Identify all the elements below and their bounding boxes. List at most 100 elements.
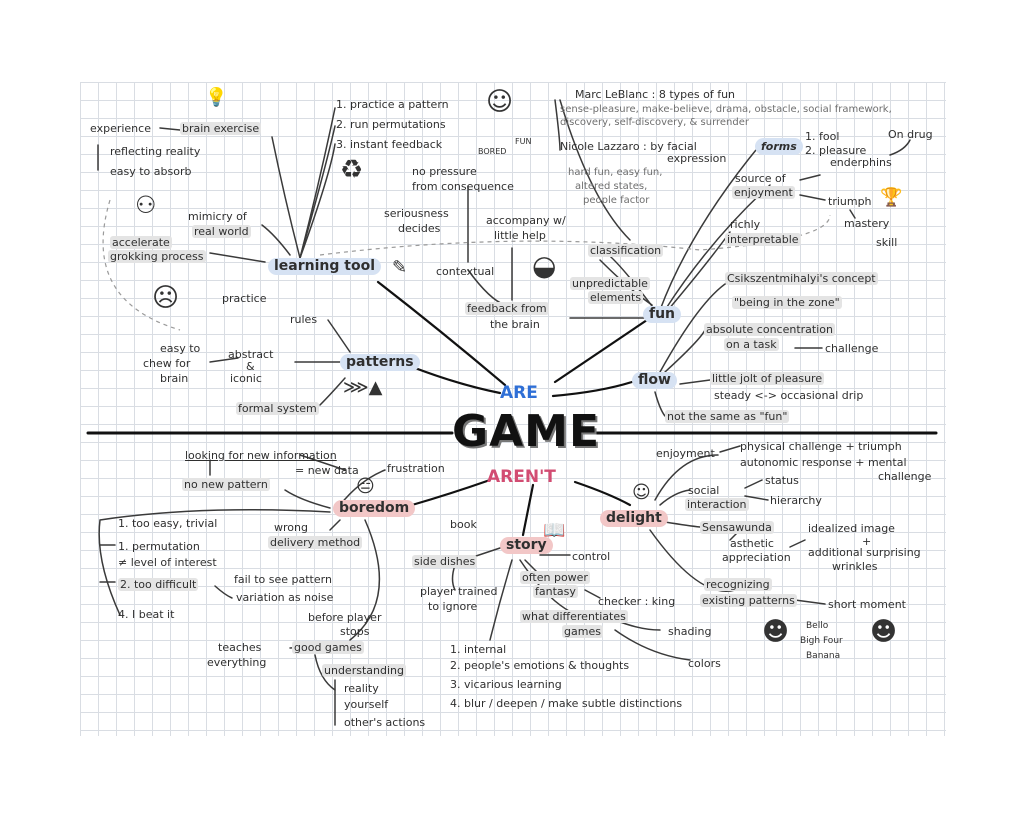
leblanc-list-2: discovery, self-discovery, & surrender [560,117,749,128]
absolute-concentration-label-1: absolute concentration [704,323,835,336]
what-differentiates-label-1: what differentiates [520,610,628,623]
seriousness-label-1: seriousness [384,207,449,220]
are-label: ARE [500,383,538,403]
side-dishes-label: side dishes [412,555,478,568]
plus-label: + [862,535,872,548]
aesthetic-label-2: appreciation [722,551,791,564]
lazzaro-list-2: altered states, [575,181,648,192]
flow-hub: flow [632,372,677,389]
colors-label: colors [688,657,721,670]
fun-hub: fun [643,306,682,323]
lazzaro-list-3: people factor [583,195,650,206]
run-permutations-label: 2. run permutations [336,118,446,131]
minion-bighfour-label: Bigh Four [800,636,843,646]
person-arrows-icon: ☺ [486,87,514,117]
people-icon: ⚇ [135,191,157,219]
no-new-pattern-label: no new pattern [182,478,270,491]
emotions-thoughts-label: 2. people's emotions & thoughts [450,659,630,672]
what-differentiates-label-2: games [562,625,603,638]
social-label-2: interaction [685,498,749,511]
others-actions-label: other's actions [344,716,426,729]
fun-icon-label: FUN [515,137,532,146]
internal-label: 1. internal [450,643,507,656]
good-games-label: good games [292,641,364,654]
unpredictable-label-2: elements [588,291,644,304]
accompany-label-1: accompany w/ [486,214,566,227]
bored-icon-label: BORED [478,147,507,156]
status-label: status [765,474,799,487]
teaches-label-1: teaches [218,641,262,654]
sensawunda-label: Sensawunda [700,521,774,534]
mimicry-label-1: mimicry of [188,210,247,223]
idealized-image-label: idealized image [808,522,895,535]
power-fantasy-label-2: fantasy [533,585,578,598]
lazzaro-label-2: expression [667,152,727,165]
no-pressure-label-2: from consequence [412,180,514,193]
blur-deepen-label: 4. blur / deepen / make subtle distincti… [450,697,683,710]
before-player-label-1: before player [308,611,382,624]
patterns-hub: patterns [340,354,420,371]
trophy-icon: 🏆 [880,187,903,208]
story-hub: story [500,537,553,554]
recognizing-label-2: existing patterns [700,594,797,607]
physical-challenge-label: physical challenge + triumph [740,440,902,453]
brain-exercise-label: brain exercise [180,122,262,135]
endorphins-label: enderphins [830,156,892,169]
hierarchy-label: hierarchy [770,494,822,507]
short-moment-label: short moment [828,598,906,611]
instant-feedback-label: 3. instant feedback [336,138,443,151]
contextual-label: contextual [436,265,495,278]
absolute-concentration-label-2: on a task [724,338,779,351]
abstract-label-1: abstract [228,348,274,361]
accelerate-label-1: accelerate [110,236,172,249]
classification-label: classification [588,244,664,257]
game-title: GAME [452,406,601,457]
book-label: book [450,518,477,531]
recognizing-label-1: recognizing [704,578,772,591]
lazzaro-label: Nicole Lazzaro : by facial [560,140,697,153]
social-label-1: social [688,484,720,497]
abstract-label-3: iconic [230,372,262,385]
fail-see-pattern-label: fail to see pattern [234,573,332,586]
too-difficult-label: 2. too difficult [118,578,199,591]
wrong-delivery-label-1: wrong [274,521,308,534]
pattern-shapes-icon: ⋙▲ [343,377,383,398]
yourself-label: yourself [344,698,389,711]
csikszentmihalyi-label: Csikszentmihalyi's concept [725,272,878,285]
experience-label: experience [90,122,151,135]
recycle-icon: ♻ [340,155,364,185]
triumph-label: triumph [828,195,872,208]
challenge-label: challenge [825,342,879,355]
reality-label: reality [344,682,379,695]
pencil-icon: ✎ [392,257,408,278]
mental-challenge-label: challenge [878,470,932,483]
accelerate-label-2: grokking process [108,250,206,263]
autonomic-response-label: autonomic response + mental [740,456,907,469]
minion-icon-2: ☻ [870,617,898,647]
leblanc-label: Marc LeBlanc : 8 types of fun [575,88,736,101]
smile-face-icon: ☺ [632,482,651,503]
additional-surprising-label: additional surprising [808,546,921,559]
learning-tool-hub: learning tool [268,258,382,275]
level-interest-label: ≠ level of interest [118,556,217,569]
player-trained-label-1: player trained [420,585,498,598]
forms-label: forms [755,138,803,155]
little-jolt-label: little jolt of pleasure [710,372,825,385]
beat-it-label: 4. I beat it [118,608,175,621]
frustration-label: frustration [387,462,445,475]
rules-label: rules [290,313,318,326]
skill-label: skill [876,236,898,249]
steady-drip-label: steady <-> occasional drip [714,389,864,402]
practice-pattern-label: 1. practice a pattern [336,98,449,111]
power-fantasy-label-1: often power [520,571,590,584]
easy-absorb-label: easy to absorb [110,165,192,178]
looking-new-info-label: looking for new information [185,449,337,462]
abstract-label-2: & [246,360,255,373]
unpredictable-label-1: unpredictable [570,277,650,290]
too-easy-label: 1. too easy, trivial [118,517,218,530]
source-label-1: source of [735,172,786,185]
aesthetic-label-1: asthetic [730,537,774,550]
vicarious-learning-label: 3. vicarious learning [450,678,562,691]
reflecting-label: reflecting reality [110,145,201,158]
